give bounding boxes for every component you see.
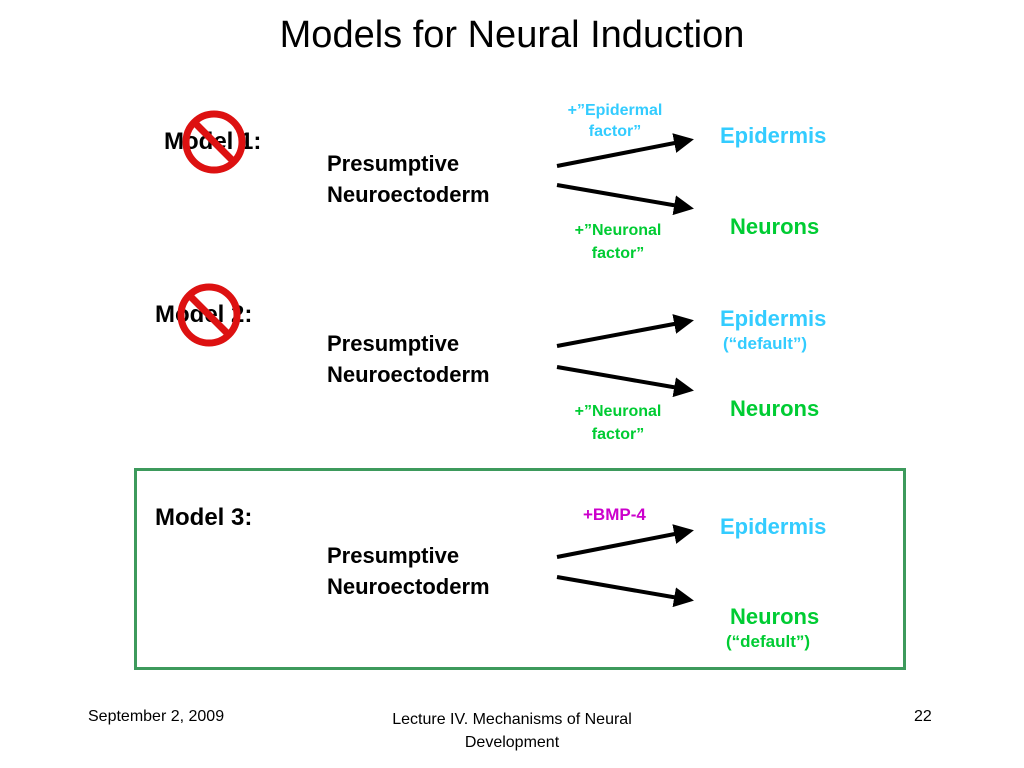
model-3-bmp4-factor: +BMP-4 — [583, 505, 646, 524]
source-line-1: Presumptive — [327, 331, 460, 356]
source-line-2: Neuroectoderm — [327, 182, 490, 207]
slide-title: Models for Neural Induction — [279, 14, 745, 56]
lecture-line-1: Lecture IV. Mechanisms of Neural — [392, 711, 632, 728]
model-2-arrows — [556, 314, 694, 398]
footer-page-number: 22 — [914, 708, 932, 725]
model-3-upper-arrow — [556, 524, 694, 559]
model-1-arrows — [556, 133, 694, 216]
footer-lecture: Lecture IV. Mechanisms of Neural Develop… — [352, 708, 672, 754]
model-2-neurons-output: Neurons — [730, 396, 820, 421]
model-3-lower-arrow — [556, 575, 694, 608]
model-3-neurons-output: Neurons — [730, 604, 820, 629]
no-symbol-icon — [177, 283, 241, 347]
factor-line-2: factor” — [591, 426, 645, 443]
model-3-arrows — [556, 524, 694, 608]
factor-line-1: +”Epidermal — [567, 102, 663, 119]
model-2-lower-factor: +”Neuronal factor” — [548, 400, 688, 446]
model-1-upper-factor: +”Epidermal factor” — [545, 100, 685, 142]
model-1-lower-factor: +”Neuronal factor” — [548, 219, 688, 265]
footer-date: September 2, 2009 — [88, 708, 225, 725]
source-line-2: Neuroectoderm — [327, 574, 490, 599]
model-3-source: Presumptive Neuroectoderm — [327, 540, 490, 602]
model-2-lower-arrow — [556, 365, 694, 398]
no-symbol-icon — [182, 110, 246, 174]
model-2-epidermis-output: Epidermis — [720, 306, 827, 331]
model-1-neurons-output: Neurons — [730, 214, 820, 239]
source-line-1: Presumptive — [327, 543, 460, 568]
lecture-line-2: Development — [464, 734, 560, 751]
source-line-2: Neuroectoderm — [327, 362, 490, 387]
factor-line-2: factor” — [591, 245, 645, 262]
model-3-highlight-box — [134, 468, 906, 670]
model-1-upper-arrow — [556, 133, 694, 168]
model-2-upper-arrow — [556, 314, 694, 348]
factor-line-1: +”Neuronal — [574, 222, 662, 239]
model-3-label: Model 3: — [155, 504, 253, 531]
model-3-epidermis-output: Epidermis — [720, 514, 827, 539]
model-3-neurons-default-note: (“default”) — [726, 632, 811, 651]
model-1-epidermis-output: Epidermis — [720, 123, 827, 148]
factor-line-2: factor” — [588, 123, 642, 140]
model-1-lower-arrow — [556, 183, 694, 216]
model-2-epidermis-default-note: (“default”) — [723, 334, 808, 353]
source-line-1: Presumptive — [327, 151, 460, 176]
factor-line-1: +”Neuronal — [574, 403, 662, 420]
model-1-source: Presumptive Neuroectoderm — [327, 148, 490, 210]
model-2-source: Presumptive Neuroectoderm — [327, 328, 490, 390]
